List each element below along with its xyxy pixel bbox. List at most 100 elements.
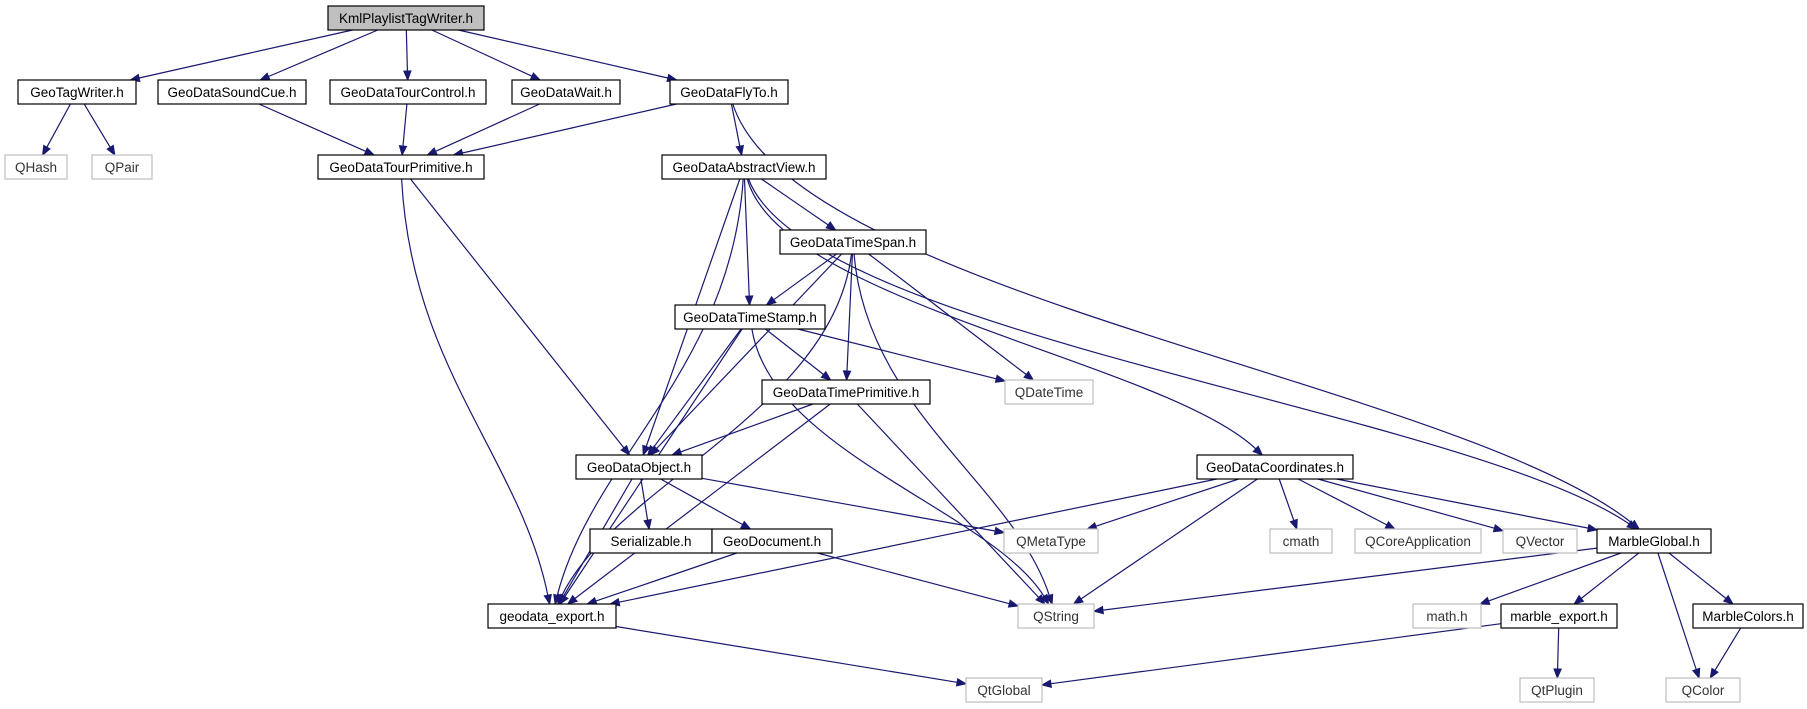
node-box-mathh [1412, 603, 1482, 629]
node-geo-data-time-span[interactable]: GeoDataTimeSpan.h [779, 229, 927, 255]
arrowhead-geo-data-object-to-geodata-export [558, 593, 568, 606]
node-label-geo-data-wait: GeoDataWait.h [520, 85, 612, 100]
node-geo-data-wait[interactable]: GeoDataWait.h [511, 79, 621, 105]
edge-geo-document-to-geodata-export [595, 552, 737, 602]
edge-geo-data-object-to-qmeta-type [701, 477, 996, 532]
edge-geo-data-tour-primitive-to-geodata-export [401, 178, 549, 596]
edges-layer [41, 29, 1742, 688]
node-geo-data-fly-to[interactable]: GeoDataFlyTo.h [669, 79, 789, 105]
edge-geo-document-to-qstring [817, 552, 1010, 605]
node-marble-global[interactable]: MarbleGlobal.h [1596, 528, 1712, 554]
node-kml-playlist-tag-writer[interactable]: KmlPlaylistTagWriter.h [327, 5, 485, 31]
edge-geo-data-sound-cue-to-geo-data-tour-primitive [258, 103, 366, 152]
edge-geo-data-time-stamp-to-qdate-time [797, 328, 997, 380]
node-label-geo-data-tour-control: GeoDataTourControl.h [340, 85, 475, 100]
node-box-geo-data-coordinates [1196, 454, 1354, 480]
node-box-marble-export [1500, 603, 1618, 629]
node-box-serializable [589, 528, 713, 554]
edge-geo-data-abstract-view-to-geodata-export [556, 178, 744, 596]
edge-kml-playlist-tag-writer-to-geo-data-fly-to [458, 29, 668, 79]
node-qdate-time: QDateTime [1004, 379, 1094, 405]
node-box-geo-data-time-stamp [674, 304, 826, 330]
arrowhead-geo-data-time-primitive-to-geodata-export [566, 594, 578, 605]
node-box-geo-data-sound-cue [157, 79, 307, 105]
node-box-qt-plugin [1519, 677, 1595, 703]
node-mathh: math.h [1412, 603, 1482, 629]
node-box-qcore-application [1354, 528, 1482, 554]
node-geo-data-abstract-view[interactable]: GeoDataAbstractView.h [661, 154, 827, 180]
edge-geo-data-time-stamp-to-qstring [751, 328, 1045, 597]
node-geo-tag-writer[interactable]: GeoTagWriter.h [17, 79, 137, 105]
node-label-qmeta-type: QMetaType [1016, 534, 1086, 549]
node-label-qhash: QHash [15, 160, 57, 175]
arrowhead-geo-data-object-to-qmeta-type [993, 526, 1006, 536]
node-label-geo-data-time-stamp: GeoDataTimeStamp.h [683, 310, 817, 325]
node-label-qcore-application: QCoreApplication [1365, 534, 1471, 549]
node-label-marble-colors: MarbleColors.h [1702, 609, 1794, 624]
node-box-geo-data-tour-control [329, 79, 487, 105]
node-marble-export[interactable]: marble_export.h [1500, 603, 1618, 629]
node-geo-data-sound-cue[interactable]: GeoDataSoundCue.h [157, 79, 307, 105]
node-label-geo-data-fly-to: GeoDataFlyTo.h [680, 85, 778, 100]
arrowhead-marble-global-to-qstring [1092, 605, 1104, 615]
node-label-marble-global: MarbleGlobal.h [1608, 534, 1700, 549]
edge-geo-data-time-stamp-to-geo-data-object [652, 328, 742, 449]
node-geo-data-time-stamp[interactable]: GeoDataTimeStamp.h [674, 304, 826, 330]
node-label-geo-data-time-span: GeoDataTimeSpan.h [790, 235, 916, 250]
arrowhead-geo-data-wait-to-geo-data-tour-primitive [426, 147, 438, 156]
arrowhead-geo-data-abstract-view-to-marble-global [1626, 520, 1638, 530]
edge-kml-playlist-tag-writer-to-geo-data-wait [431, 29, 533, 77]
node-label-marble-export: marble_export.h [1510, 609, 1608, 624]
node-geo-data-tour-primitive[interactable]: GeoDataTourPrimitive.h [317, 154, 485, 180]
node-box-geo-data-time-primitive [761, 379, 931, 405]
arrowhead-geo-data-object-to-serializable [643, 518, 652, 531]
node-box-geo-data-time-span [779, 229, 927, 255]
arrowhead-geo-data-time-primitive-to-qstring [1035, 594, 1046, 605]
node-box-qvector [1502, 528, 1578, 554]
arrowhead-geo-data-time-stamp-to-geo-data-object [647, 444, 657, 457]
node-geo-data-tour-control[interactable]: GeoDataTourControl.h [329, 79, 487, 105]
arrowhead-kml-playlist-tag-writer-to-geo-data-sound-cue [258, 72, 271, 81]
node-box-geo-data-wait [511, 79, 621, 105]
arrowhead-geo-data-object-to-geo-document [740, 520, 752, 530]
node-label-qdate-time: QDateTime [1015, 385, 1084, 400]
node-qcolor: QColor [1665, 677, 1741, 703]
edge-geo-data-coordinates-to-qstring [1080, 478, 1258, 600]
arrowhead-geo-tag-writer-to-qpair [106, 144, 116, 157]
node-box-qdate-time [1004, 379, 1094, 405]
edge-marble-global-to-marble-export [1580, 552, 1640, 599]
node-geo-data-coordinates[interactable]: GeoDataCoordinates.h [1196, 454, 1354, 480]
edge-geo-data-coordinates-to-qmeta-type [1095, 478, 1239, 527]
arrowhead-geo-data-time-span-to-geo-data-time-primitive [842, 370, 852, 382]
arrowhead-geo-tag-writer-to-qhash [41, 144, 51, 157]
arrowhead-marble-global-to-marble-colors [1722, 594, 1735, 605]
arrowhead-geo-data-coordinates-to-qcore-application [1384, 520, 1396, 530]
arrowhead-geo-data-abstract-view-to-geo-data-coordinates [1252, 445, 1264, 456]
node-label-geo-document: GeoDocument.h [723, 534, 821, 549]
edge-geo-data-time-stamp-to-geo-data-time-primitive [765, 328, 824, 375]
node-marble-colors[interactable]: MarbleColors.h [1692, 603, 1804, 629]
node-geo-data-object[interactable]: GeoDataObject.h [575, 454, 703, 480]
arrowhead-geo-data-time-stamp-to-qdate-time [994, 374, 1007, 383]
node-geo-data-time-primitive[interactable]: GeoDataTimePrimitive.h [761, 379, 931, 405]
edge-geo-data-fly-to-to-geo-data-abstract-view [730, 103, 741, 147]
edge-marble-export-to-qt-global [1050, 623, 1502, 685]
arrowhead-marble-global-to-marble-export [1573, 594, 1585, 605]
edge-geodata-export-to-qt-global [615, 625, 958, 683]
edge-marble-global-to-mathh [1488, 552, 1622, 602]
node-qcore-application: QCoreApplication [1354, 528, 1482, 554]
edge-marble-global-to-qstring [1102, 547, 1598, 611]
node-qpair: QPair [91, 154, 153, 180]
edge-geo-tag-writer-to-qhash [46, 103, 71, 148]
node-label-geo-data-time-primitive: GeoDataTimePrimitive.h [773, 385, 920, 400]
node-qvector: QVector [1502, 528, 1578, 554]
node-box-qstring [1017, 603, 1095, 629]
edge-geo-data-abstract-view-to-geo-data-time-span [761, 178, 829, 226]
node-label-geo-data-coordinates: GeoDataCoordinates.h [1206, 460, 1344, 475]
node-geo-document[interactable]: GeoDocument.h [711, 528, 833, 554]
node-qmeta-type: QMetaType [1003, 528, 1099, 554]
node-geodata-export[interactable]: geodata_export.h [487, 603, 617, 629]
edge-marble-export-to-qt-plugin [1557, 627, 1560, 670]
node-serializable[interactable]: Serializable.h [589, 528, 713, 554]
arrowhead-geo-data-coordinates-to-cmath [1289, 518, 1298, 531]
